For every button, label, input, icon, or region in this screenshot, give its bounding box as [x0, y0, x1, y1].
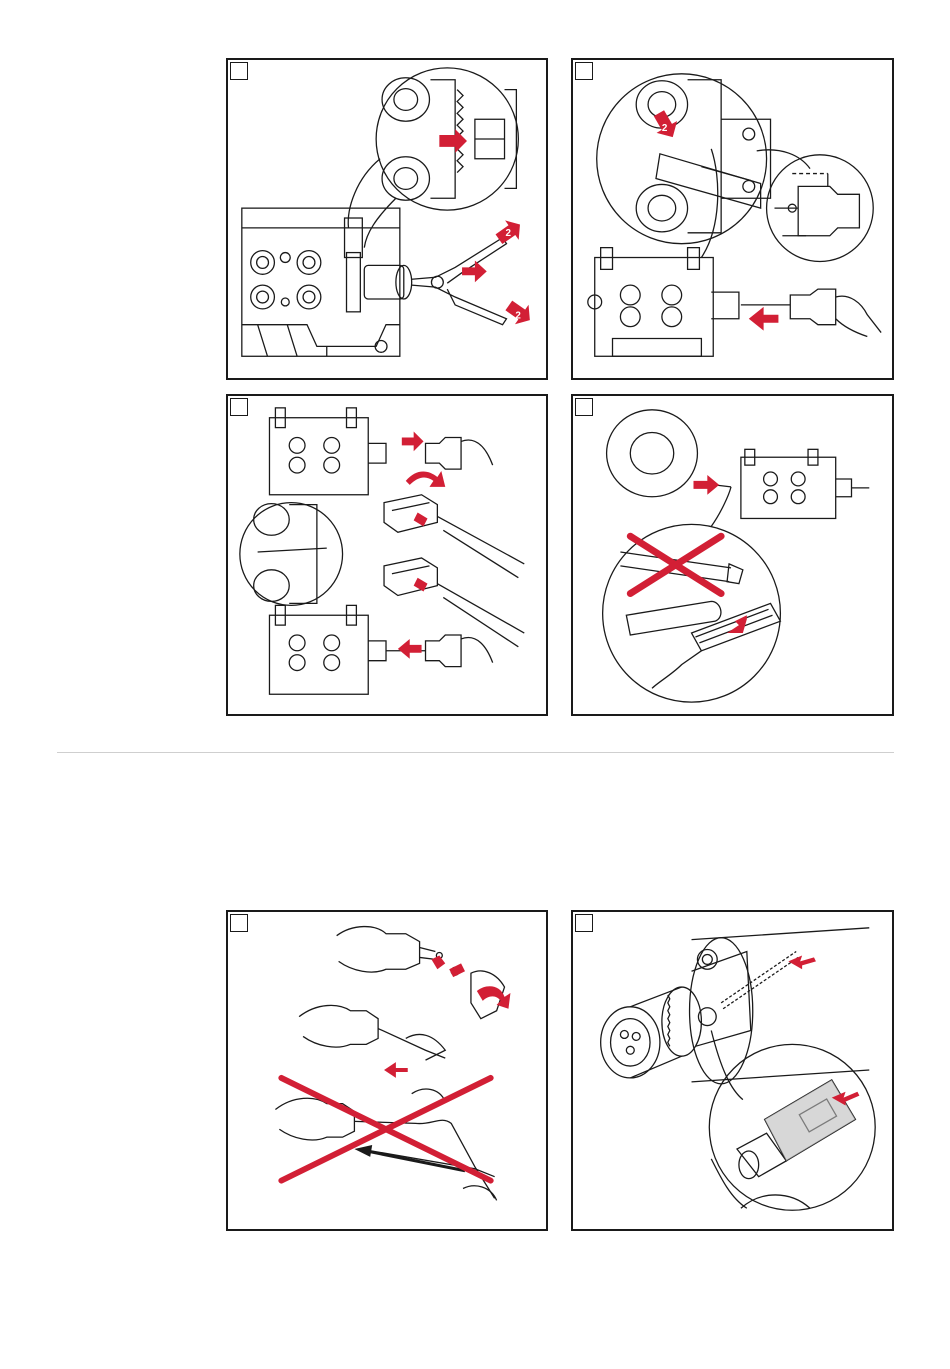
label-2: 2 [662, 123, 668, 134]
figure-panel-2: 2 [571, 58, 894, 380]
illustration-assemble-liner-with-drill [228, 912, 546, 1229]
step-number-box [230, 914, 248, 932]
illustration-insert-inlet-nozzle: 2 [573, 60, 892, 378]
label-2: 2 [515, 311, 521, 322]
figure-panel-3 [226, 394, 548, 716]
figure-panel-6 [571, 910, 894, 1231]
step-number-box [575, 398, 593, 416]
label-2: 2 [506, 228, 512, 239]
illustration-remove-feed-roller-pliers: 2 2 [228, 60, 546, 378]
illustration-deburr-wire-end [573, 396, 892, 714]
figure-panel-1: 2 2 [226, 58, 548, 380]
figure-panel-5 [226, 910, 548, 1231]
section-divider [57, 752, 894, 753]
step-number-box [230, 62, 248, 80]
step-number-box [575, 62, 593, 80]
step-number-box [230, 398, 248, 416]
illustration-insert-liner-into-torch-connector [573, 912, 892, 1229]
illustration-insert-inner-liner [228, 396, 546, 714]
figure-panel-4 [571, 394, 894, 716]
step-number-box [575, 914, 593, 932]
